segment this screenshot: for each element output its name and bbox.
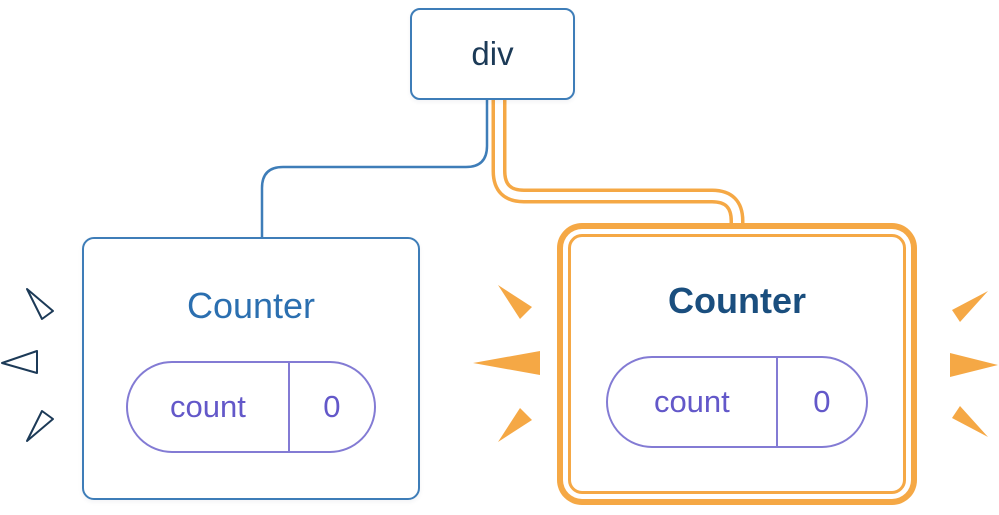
burst-group-right-counter-right xyxy=(950,291,998,437)
burst-icon xyxy=(498,285,532,319)
edge-root-to-right-counter-inner xyxy=(495,96,741,236)
state-value: 0 xyxy=(287,362,374,451)
burst-icon xyxy=(1,350,38,374)
burst-icon xyxy=(952,406,988,437)
root-node-label: div xyxy=(471,35,514,72)
burst-group-right-counter-left xyxy=(473,285,540,442)
burst-icon xyxy=(950,353,998,377)
counter-title: Counter xyxy=(668,280,806,321)
state-key-label: count xyxy=(653,384,730,419)
edge-root-to-right-counter-outer xyxy=(491,96,745,236)
state-pill: count 0 xyxy=(606,356,868,448)
burst-icon xyxy=(498,408,532,442)
edge-root-to-left-counter xyxy=(260,96,489,240)
root-node-div: div xyxy=(410,8,575,100)
counter-title: Counter xyxy=(186,284,316,326)
burst-icon xyxy=(26,288,54,320)
counter-card-left: Counter count 0 xyxy=(82,237,420,500)
state-pill: count 0 xyxy=(126,360,376,453)
burst-icon xyxy=(952,291,988,322)
burst-icon xyxy=(26,410,54,442)
state-key-label: count xyxy=(170,388,246,424)
state-value: 0 xyxy=(775,358,866,446)
counter-card-right: Counter count 0 xyxy=(568,234,906,494)
burst-icon xyxy=(473,351,540,375)
burst-group-left-counter xyxy=(1,288,54,442)
